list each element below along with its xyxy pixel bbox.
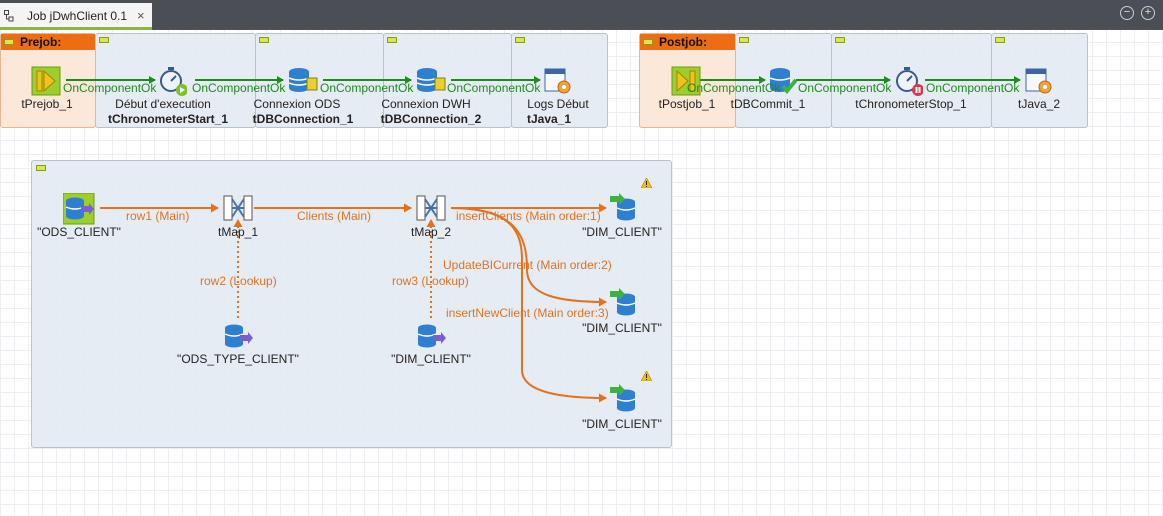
trigger-label[interactable]: OnComponentOk xyxy=(798,81,892,95)
component-label: tChronometerStop_1 xyxy=(855,97,967,111)
component-name: tChronometerStart_1 xyxy=(107,112,229,126)
trigger-label[interactable]: OnComponentOk xyxy=(687,81,781,95)
trigger-label[interactable]: OnComponentOk xyxy=(63,81,157,95)
component-label: "DIM_CLIENT" xyxy=(582,225,662,239)
warning-icon xyxy=(641,371,652,381)
component-label: tJava_2 xyxy=(1017,97,1061,111)
minimize-button[interactable]: − xyxy=(1120,6,1134,20)
trigger-label[interactable]: OnComponentOk xyxy=(320,81,414,95)
component-label: "ODS_TYPE_CLIENT" xyxy=(177,352,299,366)
postjob-icon[interactable] xyxy=(671,66,701,96)
link-label[interactable]: row3 (Lookup) xyxy=(392,274,469,288)
db-connection-icon[interactable] xyxy=(414,66,446,94)
component-label: Connexion ODS xyxy=(253,97,341,111)
collapse-icon[interactable] xyxy=(739,37,749,43)
trigger-label[interactable]: OnComponentOk xyxy=(926,81,1020,95)
component-label: "DIM_CLIENT" xyxy=(582,417,662,431)
maximize-button[interactable]: + xyxy=(1141,6,1155,20)
component-label: Connexion DWH xyxy=(381,97,471,111)
job-tab[interactable]: Job jDwhClient 0.1 × xyxy=(0,3,152,30)
warning-icon xyxy=(641,178,652,188)
collapse-icon[interactable] xyxy=(4,39,14,45)
component-label: tDBCommit_1 xyxy=(730,97,806,111)
link-label[interactable]: UpdateBICurrent (Main order:2) xyxy=(443,258,612,272)
component-label: tPrejob_1 xyxy=(21,97,73,111)
component-label: tMap_2 xyxy=(410,225,452,239)
chronometer-start-icon[interactable] xyxy=(157,66,188,96)
collapse-icon[interactable] xyxy=(515,37,525,43)
db-output-icon[interactable] xyxy=(609,288,637,316)
main-flow-subjob[interactable] xyxy=(31,160,672,448)
tmap-icon[interactable] xyxy=(222,193,253,221)
collapse-icon[interactable] xyxy=(835,37,845,43)
java-icon[interactable] xyxy=(1023,66,1052,94)
db-input-icon[interactable] xyxy=(62,192,95,225)
db-input-icon[interactable] xyxy=(415,322,446,350)
link-label[interactable]: row1 (Main) xyxy=(126,209,190,223)
component-label: tPostjob_1 xyxy=(658,97,716,111)
db-connection-icon[interactable] xyxy=(286,66,318,94)
postjob-header: Postjob: xyxy=(640,34,735,50)
chronometer-stop-icon[interactable] xyxy=(893,66,924,96)
component-name: tDBConnection_2 xyxy=(380,112,482,126)
component-label: Logs Début xyxy=(527,97,589,111)
collapse-icon[interactable] xyxy=(36,165,46,171)
tab-title: Job jDwhClient 0.1 xyxy=(27,9,128,23)
collapse-icon[interactable] xyxy=(643,39,653,45)
collapse-icon[interactable] xyxy=(995,37,1005,43)
db-input-icon[interactable] xyxy=(222,322,253,350)
collapse-icon[interactable] xyxy=(387,37,397,43)
job-icon xyxy=(4,10,14,22)
db-output-icon[interactable] xyxy=(609,193,637,221)
link-label[interactable]: insertNewClient (Main order:3) xyxy=(446,306,609,320)
java-icon[interactable] xyxy=(542,66,571,94)
link-label[interactable]: Clients (Main) xyxy=(297,209,372,223)
component-label: tMap_1 xyxy=(217,225,259,239)
component-label: Début d'execution xyxy=(115,97,211,111)
close-icon[interactable]: × xyxy=(137,8,145,23)
component-label: "DIM_CLIENT" xyxy=(391,352,471,366)
component-name: tDBConnection_1 xyxy=(252,112,354,126)
db-output-icon[interactable] xyxy=(609,384,637,412)
component-label: "ODS_CLIENT" xyxy=(37,225,121,239)
component-label: "DIM_CLIENT" xyxy=(582,321,662,335)
link-label[interactable]: insertClients (Main order:1) xyxy=(456,209,601,223)
db-commit-icon[interactable] xyxy=(767,66,798,95)
collapse-icon[interactable] xyxy=(99,37,109,43)
tmap-icon[interactable] xyxy=(415,193,446,221)
prejob-icon[interactable] xyxy=(31,66,61,96)
trigger-label[interactable]: OnComponentOk xyxy=(192,81,286,95)
collapse-icon[interactable] xyxy=(259,37,269,43)
prejob-header: Prejob: xyxy=(1,34,95,50)
link-label[interactable]: row2 (Lookup) xyxy=(200,274,277,288)
editor-tab-bar: Job jDwhClient 0.1 × − + xyxy=(0,0,1163,30)
trigger-label[interactable]: OnComponentOk xyxy=(447,81,541,95)
component-name: tJava_1 xyxy=(526,112,572,126)
